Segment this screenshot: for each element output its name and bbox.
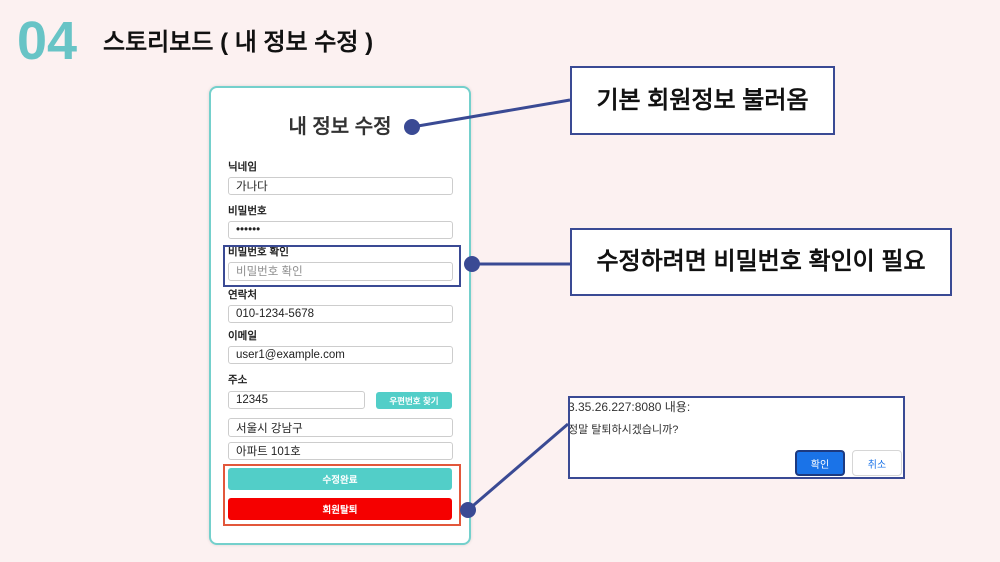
- edit-profile-form: 내 정보 수정 닉네임 비밀번호 비밀번호 확인 연락처 이메일 주소 우편번호…: [209, 86, 471, 545]
- find-zipcode-button[interactable]: 우편번호 찾기: [376, 392, 452, 409]
- withdraw-confirm-dialog: 3.35.26.227:8080 내용: 정말 탈퇴하시겠습니까? 확인 취소: [568, 396, 905, 479]
- address-line2-input[interactable]: [228, 442, 453, 460]
- callout-load-info: 기본 회원정보 불러옴: [570, 66, 835, 135]
- callout-password-required-text: 수정하려면 비밀번호 확인이 필요: [596, 248, 926, 275]
- password-confirm-input[interactable]: [228, 262, 453, 281]
- phone-label: 연락처: [228, 289, 257, 301]
- email-input[interactable]: [228, 346, 453, 364]
- email-label: 이메일: [228, 330, 257, 342]
- address-label: 주소: [228, 374, 248, 386]
- password-label: 비밀번호: [228, 205, 267, 217]
- nickname-label: 닉네임: [228, 161, 257, 173]
- dialog-message: 정말 탈퇴하시겠습니까?: [568, 424, 679, 436]
- nickname-input[interactable]: [228, 177, 453, 195]
- dialog-cancel-button[interactable]: 취소: [852, 450, 902, 476]
- callout-load-info-text: 기본 회원정보 불러옴: [596, 86, 809, 114]
- zipcode-input[interactable]: [228, 391, 365, 409]
- dialog-confirm-button[interactable]: 확인: [795, 450, 845, 476]
- submit-edit-button[interactable]: 수정완료: [228, 468, 452, 490]
- withdraw-account-button[interactable]: 회원탈퇴: [228, 498, 452, 520]
- callout-password-required: 수정하려면 비밀번호 확인이 필요: [570, 228, 952, 296]
- address-line1-input[interactable]: [228, 418, 453, 437]
- password-confirm-label: 비밀번호 확인: [228, 246, 289, 258]
- dialog-origin: 3.35.26.227:8080 내용:: [568, 400, 691, 414]
- form-title: 내 정보 수정: [288, 116, 392, 138]
- connector-line-withdraw-dialog: [467, 422, 569, 512]
- password-input[interactable]: [228, 221, 453, 239]
- phone-input[interactable]: [228, 305, 453, 323]
- slide-number: 04: [17, 11, 78, 71]
- slide-title: 스토리보드 ( 내 정보 수정 ): [103, 29, 374, 56]
